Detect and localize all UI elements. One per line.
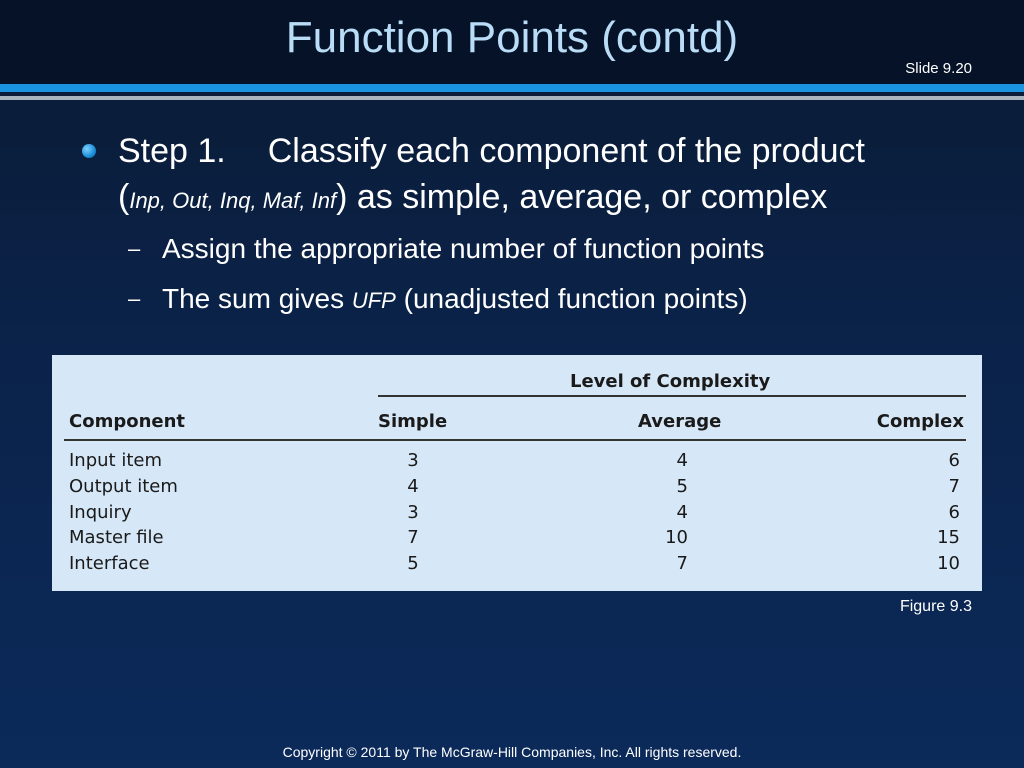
- bullet-list: Step 1. Classify each component of the pr…: [78, 128, 1008, 326]
- col-header-complex: Complex: [876, 411, 964, 432]
- table-header-rule: [64, 439, 966, 441]
- paren-open: (: [118, 178, 130, 216]
- cell-complex: 10: [937, 553, 960, 574]
- slide-number: Slide 9.20: [905, 60, 972, 77]
- term-sep: ,: [299, 188, 312, 213]
- step-text-1: Classify each component of the product: [267, 132, 865, 170]
- step-text-2: as simple, average, or complex: [347, 178, 828, 216]
- sub-bullet-1-text: Assign the appropriate number of functio…: [162, 233, 765, 264]
- table-group-header: Level of Complexity: [570, 371, 771, 392]
- cell-simple: 3: [407, 450, 419, 471]
- paren-close: ): [336, 178, 348, 216]
- header-divider: [0, 96, 1024, 100]
- term-out: Out: [172, 188, 208, 213]
- cell-component: Output item: [69, 476, 178, 497]
- dash-icon: –: [128, 236, 141, 261]
- sub-bullet-2: – The sum gives UFP (unadjusted function…: [78, 274, 1008, 326]
- table-group-rule: [378, 395, 966, 397]
- cell-average: 7: [676, 553, 688, 574]
- header-accent-bar: [0, 84, 1024, 92]
- col-header-average: Average: [638, 411, 722, 432]
- cell-average: 4: [676, 502, 688, 523]
- sub-bullet-2-post: (unadjusted function points): [395, 283, 748, 314]
- sub-bullet-1: – Assign the appropriate number of funct…: [78, 224, 1008, 274]
- function-points-table: Level of Complexity Component Simple Ave…: [52, 355, 982, 591]
- term-inq: Inq: [219, 188, 251, 213]
- cell-average: 4: [676, 450, 688, 471]
- cell-average: 10: [665, 527, 688, 548]
- dash-icon: –: [128, 286, 141, 311]
- term-sep: ,: [159, 188, 173, 213]
- copyright-footer: Copyright © 2011 by The McGraw-Hill Comp…: [282, 744, 742, 760]
- cell-average: 5: [676, 476, 688, 497]
- cell-component: Input item: [69, 450, 162, 471]
- col-header-simple: Simple: [378, 411, 448, 432]
- cell-simple: 4: [407, 476, 419, 497]
- term-inf: Inf: [311, 188, 337, 213]
- cell-component: Interface: [69, 553, 150, 574]
- cell-simple: 7: [407, 527, 419, 548]
- figure-caption: Figure 9.3: [899, 598, 972, 615]
- term-ufp: UFP: [351, 288, 396, 313]
- bullet-step-1: Step 1. Classify each component of the pr…: [78, 128, 1008, 224]
- sub-bullet-2-pre: The sum gives: [162, 283, 352, 314]
- cell-simple: 5: [407, 553, 419, 574]
- slide-title: Function Points (contd): [285, 13, 739, 62]
- bullet-dot-icon: [82, 144, 96, 158]
- term-sep: ,: [207, 188, 220, 213]
- term-inp: Inp: [129, 188, 160, 213]
- cell-complex: 7: [948, 476, 960, 497]
- step-label: Step 1.: [118, 132, 226, 170]
- cell-component: Master file: [69, 527, 164, 548]
- cell-complex: 6: [948, 450, 960, 471]
- cell-complex: 15: [937, 527, 960, 548]
- slide-header: Function Points (contd) Slide 9.20: [0, 0, 1024, 84]
- cell-complex: 6: [948, 502, 960, 523]
- col-header-component: Component: [69, 411, 186, 432]
- term-maf: Maf: [262, 188, 300, 213]
- term-sep: ,: [250, 188, 263, 213]
- cell-component: Inquiry: [69, 502, 132, 523]
- cell-simple: 3: [407, 502, 419, 523]
